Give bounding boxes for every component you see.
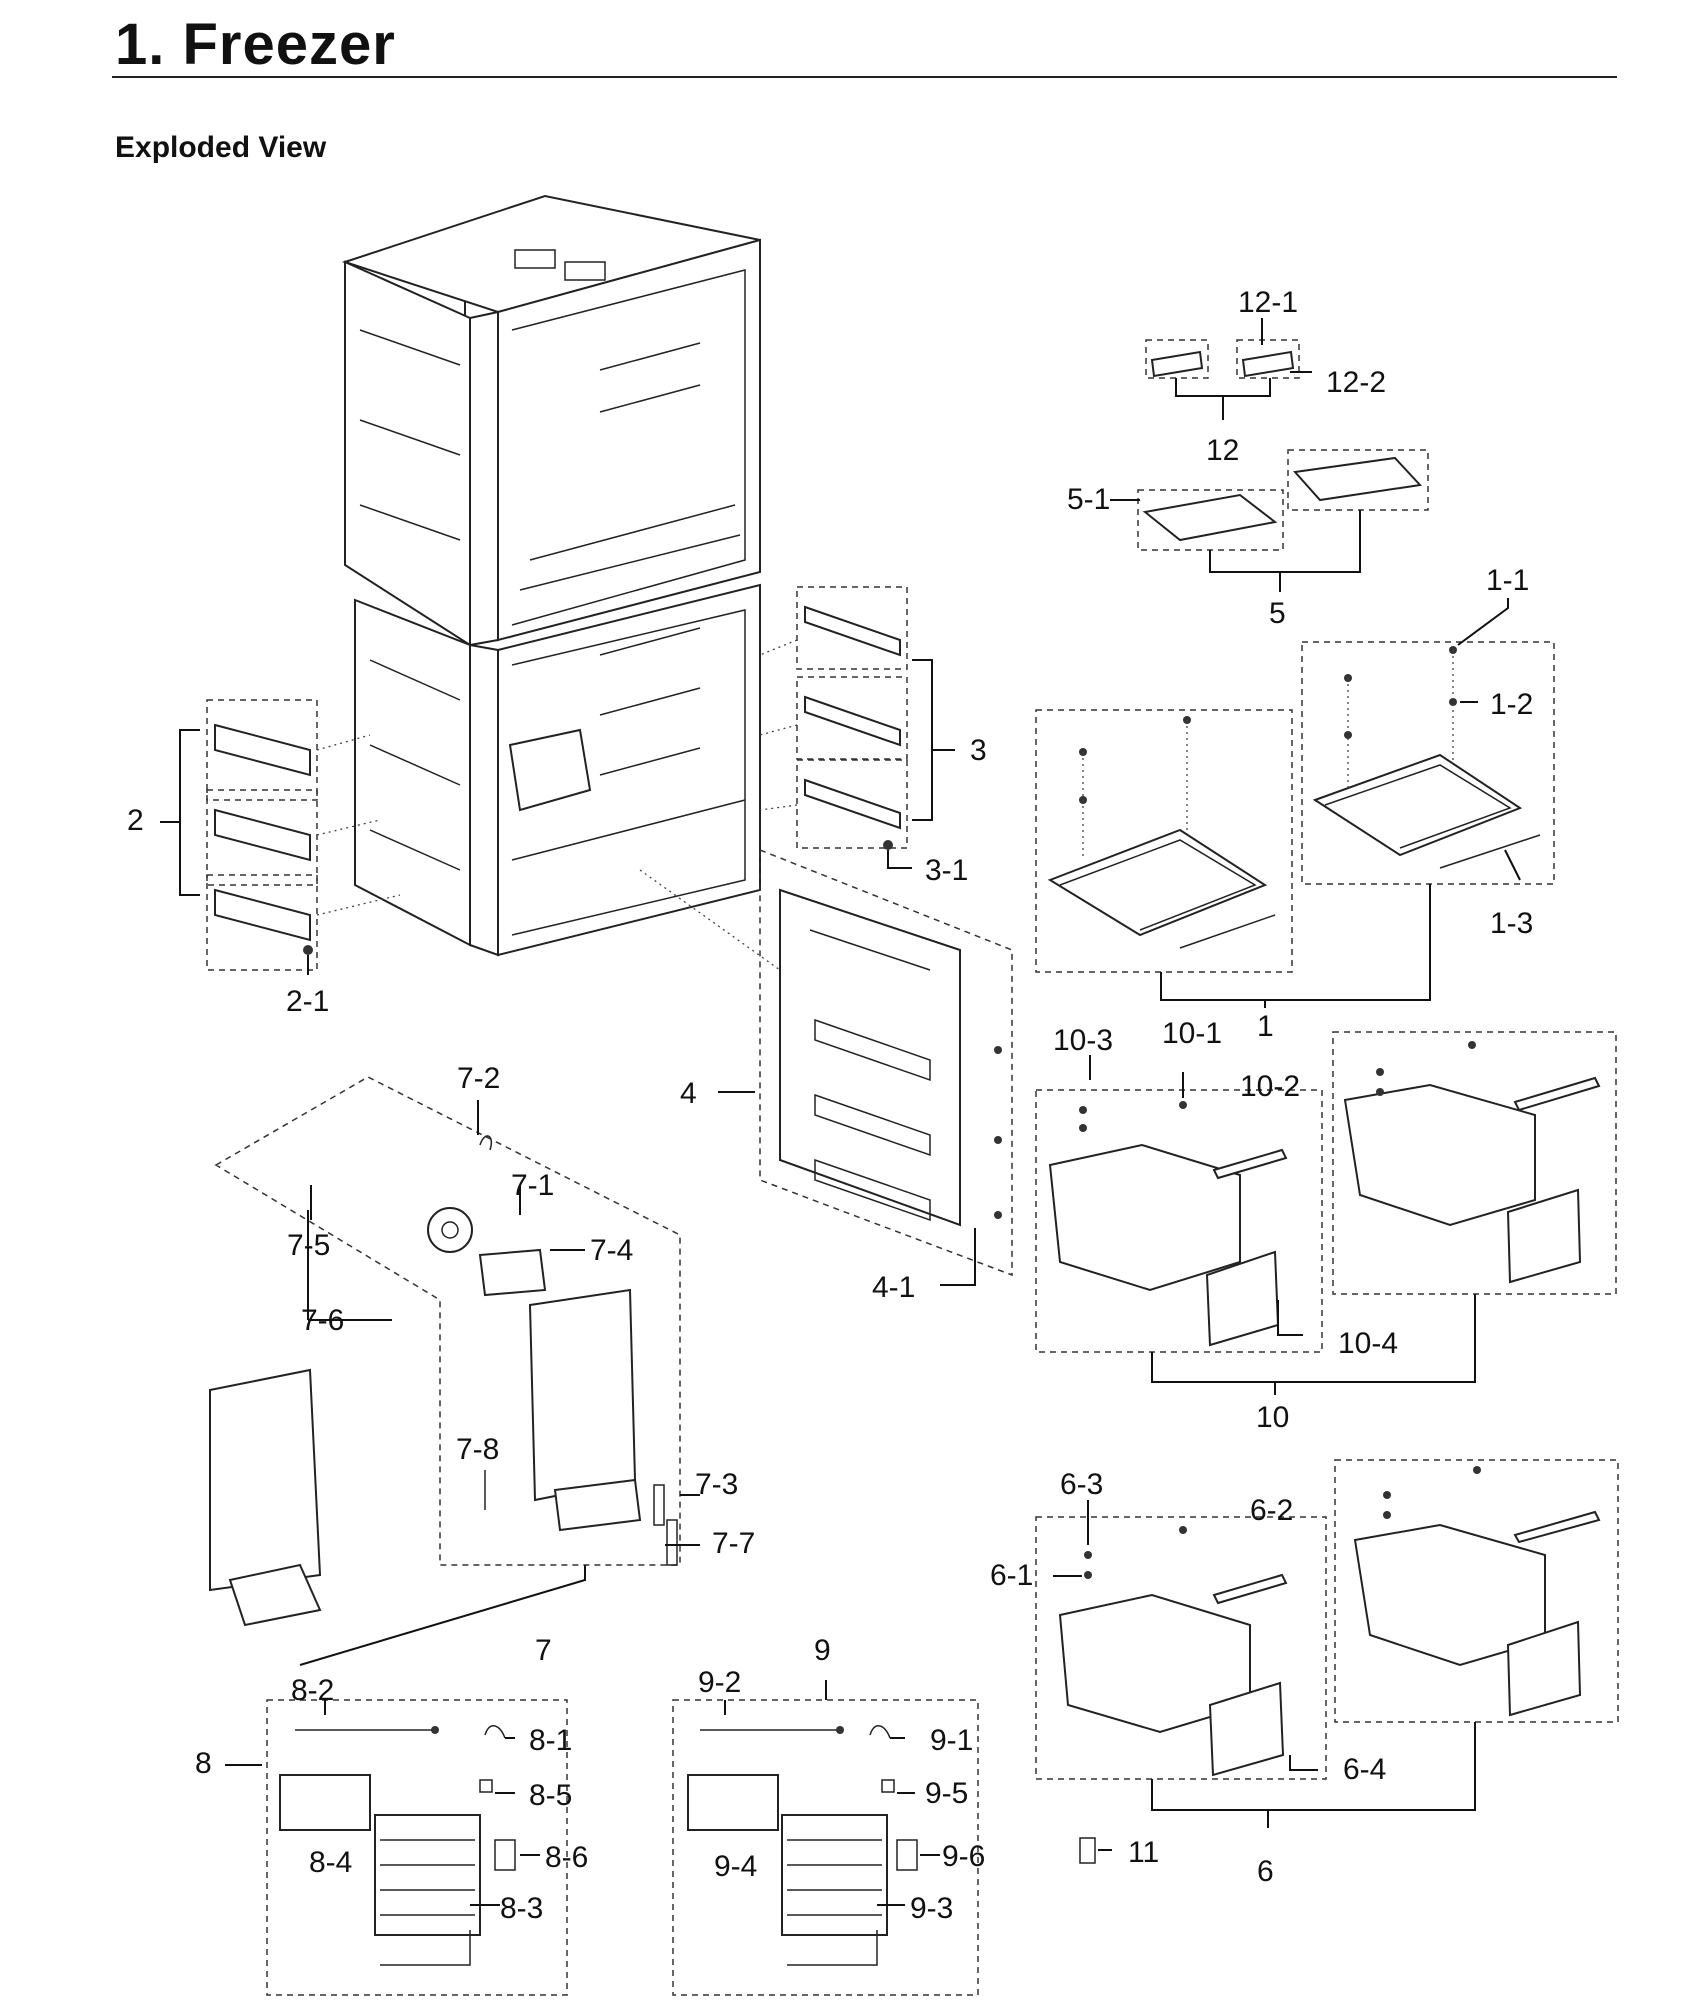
section-subtitle: Exploded View xyxy=(115,131,327,164)
label-11: 11 xyxy=(1128,1836,1159,1869)
label-12: 12 xyxy=(1206,434,1239,467)
label-9-3: 9-3 xyxy=(910,1892,953,1925)
part-7-fan-assembly xyxy=(209,1076,700,1666)
part-3-right-rails xyxy=(759,586,955,869)
part-9-evaporator xyxy=(672,1680,979,1996)
label-6-3: 6-3 xyxy=(1060,1468,1103,1501)
label-9-2: 9-2 xyxy=(698,1666,741,1699)
label-9: 9 xyxy=(814,1634,831,1667)
part-4-cover xyxy=(639,848,1013,1286)
label-7: 7 xyxy=(535,1634,552,1667)
label-1: 1 xyxy=(1257,1010,1274,1043)
label-8-4: 8-4 xyxy=(309,1846,352,1879)
label-9-1: 9-1 xyxy=(930,1724,973,1757)
label-9-5: 9-5 xyxy=(925,1777,968,1810)
part-2-left-rails xyxy=(160,699,401,975)
label-7-5: 7-5 xyxy=(287,1229,330,1262)
label-8: 8 xyxy=(195,1747,212,1780)
label-1-2: 1-2 xyxy=(1490,688,1533,721)
part-8-evaporator xyxy=(225,1699,568,1996)
label-12-1: 12-1 xyxy=(1238,286,1298,319)
label-12-2: 12-2 xyxy=(1326,366,1386,399)
label-7-7: 7-7 xyxy=(712,1527,755,1560)
label-3-1: 3-1 xyxy=(925,854,968,887)
label-7-6: 7-6 xyxy=(301,1304,344,1337)
label-7-3: 7-3 xyxy=(695,1468,738,1501)
part-12-ice-trays xyxy=(1145,318,1312,420)
label-10-4: 10-4 xyxy=(1338,1327,1398,1360)
label-7-1: 7-1 xyxy=(511,1169,554,1202)
freezer-cabinet xyxy=(341,194,761,957)
label-8-1: 8-1 xyxy=(529,1724,572,1757)
label-5: 5 xyxy=(1269,597,1286,630)
label-2: 2 xyxy=(127,804,144,837)
label-9-4: 9-4 xyxy=(714,1850,757,1883)
label-6: 6 xyxy=(1257,1855,1274,1888)
label-10-2: 10-2 xyxy=(1240,1070,1300,1103)
label-5-1: 5-1 xyxy=(1067,483,1110,516)
label-10-1: 10-1 xyxy=(1162,1017,1222,1050)
label-8-2: 8-2 xyxy=(291,1674,334,1707)
part-5-ice-trays xyxy=(1110,449,1429,592)
callout-labels: 12-1 12-2 12 5-1 5 1-1 1-2 1-3 1 3 3-1 2… xyxy=(127,286,1533,1925)
page-title: 1. Freezer xyxy=(115,12,396,77)
title-divider xyxy=(112,76,1617,78)
label-1-1: 1-1 xyxy=(1486,564,1529,597)
label-7-2: 7-2 xyxy=(457,1062,500,1095)
label-10-3: 10-3 xyxy=(1053,1024,1113,1057)
label-7-4: 7-4 xyxy=(590,1234,633,1267)
label-6-4: 6-4 xyxy=(1343,1753,1386,1786)
label-4-1: 4-1 xyxy=(872,1271,915,1304)
label-4: 4 xyxy=(680,1077,697,1110)
label-6-1: 6-1 xyxy=(990,1559,1033,1592)
label-8-5: 8-5 xyxy=(529,1779,572,1812)
label-9-6: 9-6 xyxy=(942,1840,985,1873)
part-6-bins xyxy=(1035,1459,1619,1828)
label-7-8: 7-8 xyxy=(456,1433,499,1466)
part-10-bins xyxy=(1035,1031,1617,1395)
label-8-6: 8-6 xyxy=(545,1841,588,1874)
label-10: 10 xyxy=(1256,1401,1289,1434)
part-11-clip xyxy=(1079,1837,1112,1864)
label-6-2: 6-2 xyxy=(1250,1494,1293,1527)
part-1-trays xyxy=(1035,598,1555,1008)
label-8-3: 8-3 xyxy=(500,1892,543,1925)
label-2-1: 2-1 xyxy=(286,985,329,1018)
label-1-3: 1-3 xyxy=(1490,907,1533,940)
label-3: 3 xyxy=(970,734,987,767)
